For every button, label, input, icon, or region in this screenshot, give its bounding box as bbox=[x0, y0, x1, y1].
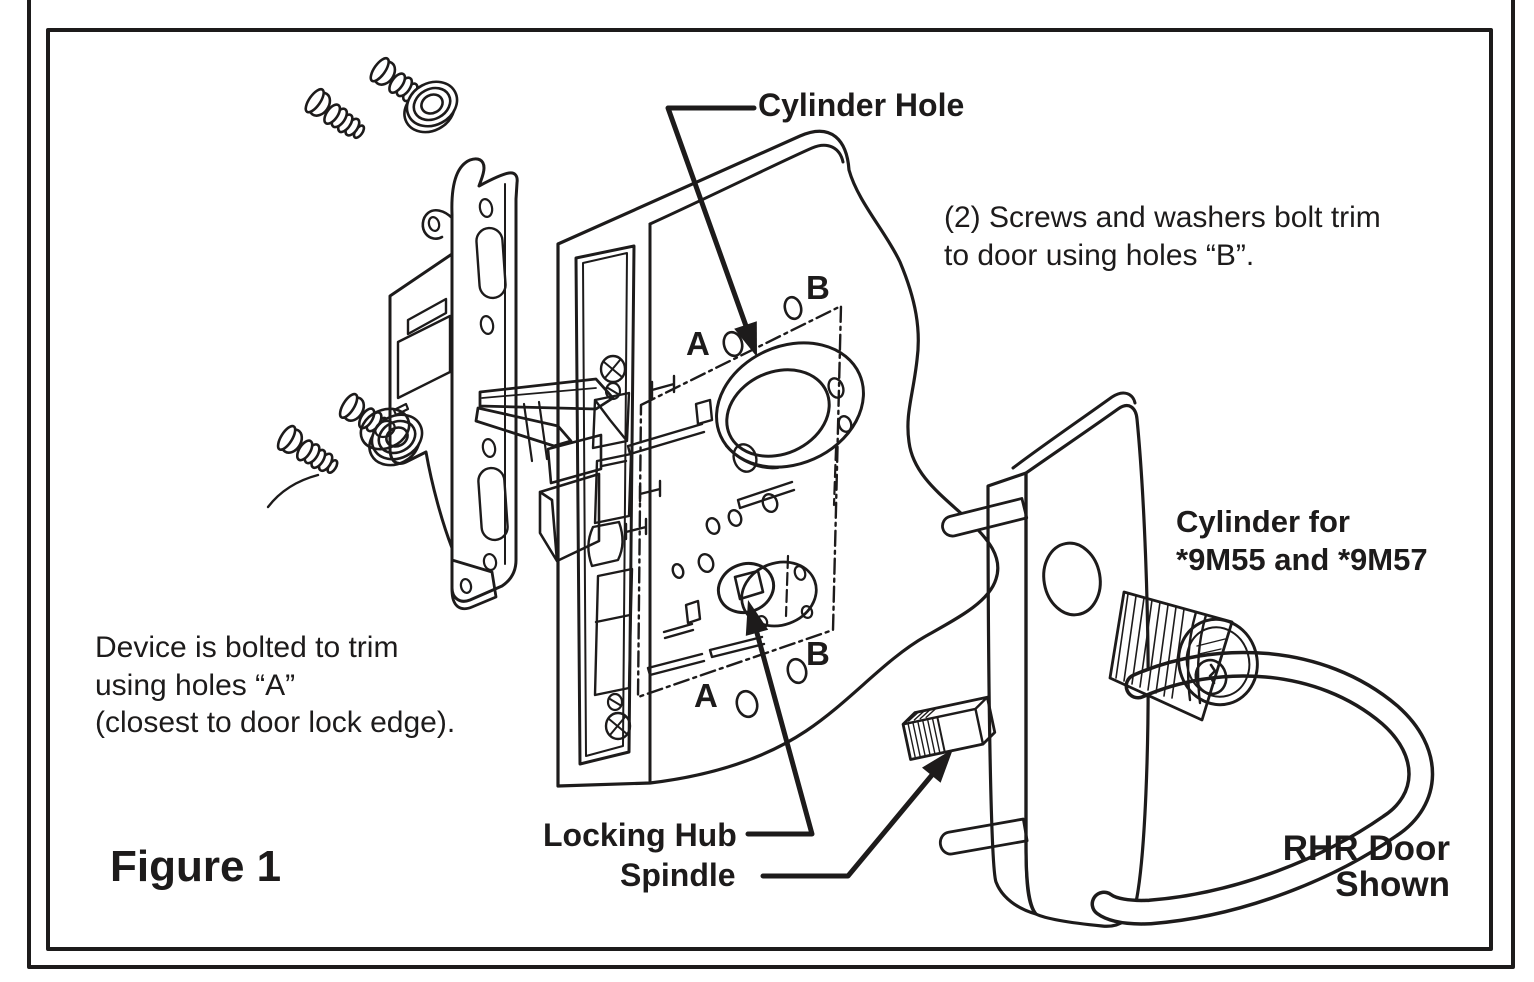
mortise-lock-case bbox=[624, 295, 865, 719]
door-faceplate bbox=[574, 244, 636, 766]
locking-hub-drawing bbox=[716, 560, 818, 629]
spindle-leader bbox=[760, 749, 953, 879]
screws-note: (2) Screws and washers bolt trim to door… bbox=[944, 201, 1381, 272]
spindle-label: Spindle bbox=[620, 857, 736, 893]
rhr-door-note: RHR Door Shown bbox=[1282, 829, 1450, 905]
mounting-screws-middle bbox=[276, 392, 424, 475]
trim-hole-markers bbox=[722, 295, 808, 719]
trim-post-bottom bbox=[938, 817, 1029, 856]
door bbox=[556, 129, 1000, 788]
spindle-drawing bbox=[901, 695, 997, 761]
cylinder-hole-drawing bbox=[715, 341, 865, 470]
lever-handle bbox=[1090, 650, 1435, 926]
arrowhead-icon bbox=[922, 749, 953, 783]
arrowhead-icon bbox=[734, 321, 757, 357]
washer-top bbox=[403, 80, 459, 134]
locking-hub-label: Locking Hub bbox=[543, 817, 737, 853]
hole-a-top-label: A bbox=[686, 325, 710, 362]
door-trim bbox=[901, 391, 1150, 928]
hole-a-bottom-label: A bbox=[694, 677, 718, 714]
hole-b-top-label: B bbox=[806, 269, 830, 306]
arrowhead-icon bbox=[745, 600, 769, 636]
locking-hub-leader bbox=[745, 600, 815, 837]
mounting-bracket bbox=[266, 157, 615, 611]
cylinder-spec-label: Cylinder for *9M55 and *9M57 bbox=[1176, 504, 1428, 578]
bracket-bushing bbox=[359, 407, 411, 451]
cylinder-hole-leader bbox=[665, 105, 757, 357]
keyway-icon bbox=[1208, 663, 1217, 685]
device-note: Device is bolted to trim using holes “A”… bbox=[95, 631, 456, 739]
hole-b-bottom-label: B bbox=[806, 635, 830, 672]
cylinder-hole-label: Cylinder Hole bbox=[758, 87, 965, 123]
page-frame bbox=[27, 0, 1515, 969]
bracket-arm bbox=[474, 377, 615, 563]
figure-border bbox=[46, 28, 1493, 951]
trim-cylinder-hole bbox=[1042, 541, 1102, 617]
mounting-screws-top bbox=[304, 56, 459, 140]
leader-lines bbox=[665, 105, 953, 879]
figure-caption: Figure 1 bbox=[110, 842, 282, 891]
mortise-cylinder bbox=[1108, 590, 1259, 722]
lock-case-details bbox=[624, 374, 853, 677]
trim-post-top bbox=[941, 497, 1029, 538]
